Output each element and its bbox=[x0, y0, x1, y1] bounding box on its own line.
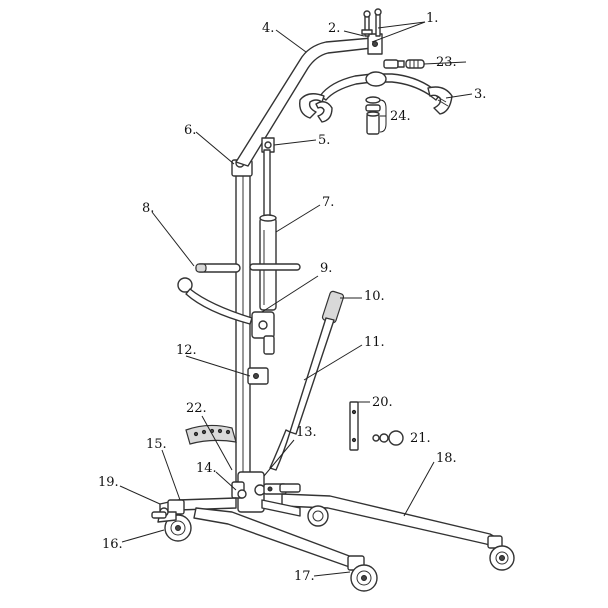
mast bbox=[231, 158, 253, 483]
swivel-bar bbox=[299, 71, 453, 123]
adjustment-knob bbox=[372, 430, 404, 446]
pump-handle bbox=[269, 290, 345, 471]
caster-rear-left bbox=[157, 499, 192, 542]
caster-middle bbox=[307, 505, 329, 527]
callout-13: 13. bbox=[296, 425, 317, 440]
hydraulic-pump bbox=[259, 149, 277, 311]
boom-arm bbox=[235, 33, 383, 167]
callout-6: 6. bbox=[184, 123, 196, 138]
callout-12: 12. bbox=[176, 343, 197, 358]
callout-14: 14. bbox=[196, 461, 217, 476]
foot-pedal bbox=[185, 424, 237, 445]
callout-17: 17. bbox=[294, 569, 315, 584]
callout-11: 11. bbox=[364, 335, 385, 350]
base-legs bbox=[159, 493, 501, 571]
callout-2: 2. bbox=[328, 21, 340, 36]
callout-7: 7. bbox=[322, 195, 334, 210]
callout-4: 4. bbox=[262, 21, 274, 36]
callout-5: 5. bbox=[318, 133, 330, 148]
swivel-bolt bbox=[383, 59, 425, 69]
callout-21: 21. bbox=[410, 431, 431, 446]
callout-18: 18. bbox=[436, 451, 457, 466]
mast-base bbox=[231, 471, 301, 513]
caster-back-right bbox=[487, 535, 515, 571]
mast-bracket bbox=[247, 367, 269, 385]
leader-lines bbox=[119, 21, 473, 577]
callout-23: 23. bbox=[436, 55, 457, 70]
callout-22: 22. bbox=[186, 401, 207, 416]
caster-front bbox=[347, 555, 378, 592]
callout-24: 24. bbox=[390, 109, 411, 124]
mounting-bracket bbox=[349, 401, 359, 451]
boom-bolts bbox=[361, 8, 382, 37]
steering-handle bbox=[195, 263, 301, 273]
release-valve-handle bbox=[177, 277, 275, 355]
callout-3: 3. bbox=[474, 87, 486, 102]
callout-1: 1. bbox=[426, 11, 438, 26]
callout-10: 10. bbox=[364, 289, 385, 304]
callout-9: 9. bbox=[320, 261, 332, 276]
caster-brake bbox=[151, 507, 169, 519]
callout-labels: 1. 2. 3. 4. 5. 6. 7. 8. 9. 10. 11. 12. 1… bbox=[98, 11, 486, 584]
callout-8: 8. bbox=[142, 201, 154, 216]
callout-19: 19. bbox=[98, 475, 119, 490]
callout-20: 20. bbox=[372, 395, 393, 410]
callout-16: 16. bbox=[102, 537, 123, 552]
callout-15: 15. bbox=[146, 437, 167, 452]
swivel-spacers bbox=[365, 96, 381, 135]
